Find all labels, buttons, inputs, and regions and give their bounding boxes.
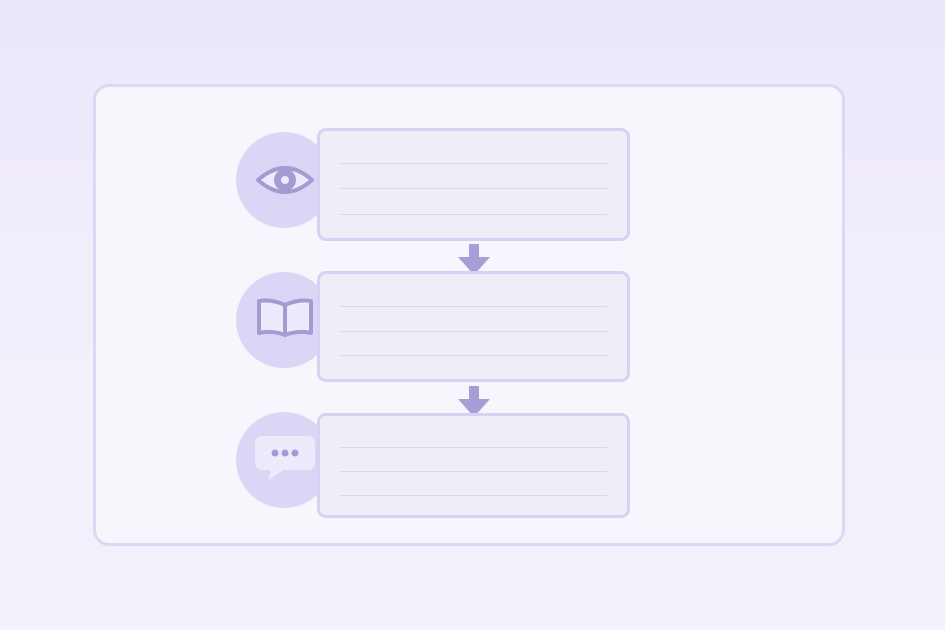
step-3-card-line xyxy=(340,495,607,496)
step-2-card-line xyxy=(340,331,607,332)
step-2-card-line xyxy=(340,355,607,356)
speech-bubble-icon xyxy=(255,436,315,480)
step-3-card-line xyxy=(340,447,607,448)
step-3-card-line xyxy=(340,471,607,472)
step-3-card xyxy=(317,413,630,518)
down-arrow-icon xyxy=(458,386,490,417)
step-1-card-line xyxy=(340,188,607,189)
step-2-card-line xyxy=(340,306,607,307)
step-1-card-line xyxy=(340,163,607,164)
open-book-icon xyxy=(257,298,313,337)
step-1-card-line xyxy=(340,214,607,215)
down-arrow-icon xyxy=(458,244,490,275)
step-1-card xyxy=(317,128,630,241)
step-2-card xyxy=(317,271,630,382)
eye-icon xyxy=(256,166,314,194)
